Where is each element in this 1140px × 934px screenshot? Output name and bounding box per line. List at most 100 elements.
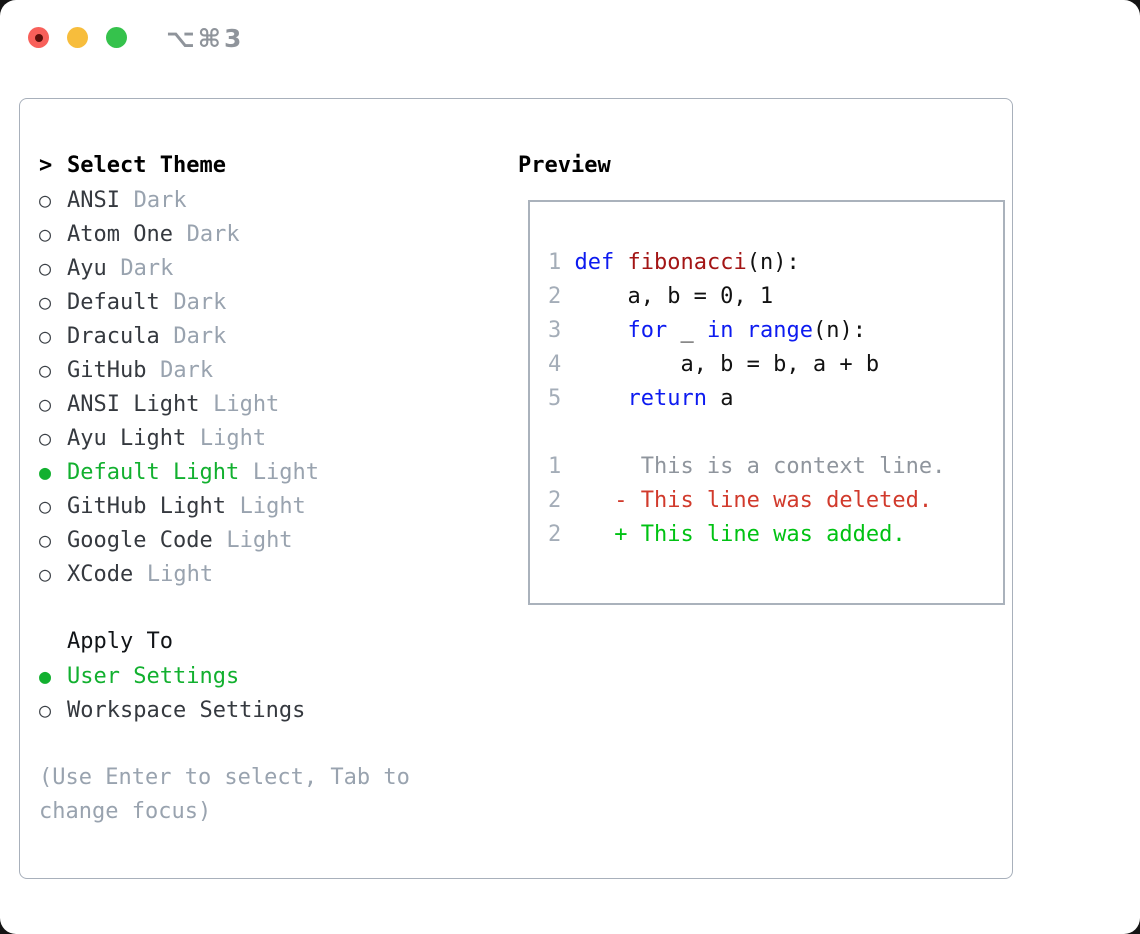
line-number: 2: [548, 522, 562, 547]
radio-unselected-icon: ○: [39, 562, 52, 586]
preview-column: Preview 1 def fibonacci(n): 2 a, b = 0, …: [518, 149, 1005, 605]
radio-unselected-icon: ○: [39, 528, 52, 552]
code-line: 5 return a: [548, 382, 1003, 416]
radio-unselected-icon: ○: [39, 698, 52, 722]
theme-variant-tag: Dark: [173, 324, 227, 349]
theme-name: Default: [67, 290, 160, 315]
code-line: 3 for _ in range(n):: [548, 314, 1003, 348]
apply-option-label: Workspace Settings: [67, 698, 306, 723]
keyword-segment: in: [706, 318, 734, 343]
list-gap: [39, 727, 479, 761]
theme-variant-tag: Dark: [120, 256, 174, 281]
theme-option-xcode[interactable]: ○ XCode Light: [39, 557, 479, 591]
prompt-chevron-icon: >: [39, 153, 53, 178]
theme-variant-tag: Dark: [160, 358, 214, 383]
code-line: 2 a, b = 0, 1: [548, 280, 1003, 314]
radio-unselected-icon: ○: [39, 256, 52, 280]
blank-line: [548, 416, 1003, 450]
code-segment: [733, 318, 746, 343]
line-number: 5: [548, 386, 562, 411]
hint-text: (Use Enter to select, Tab to change focu…: [39, 765, 410, 824]
zoom-button[interactable]: [106, 27, 127, 48]
line-number: 3: [548, 318, 562, 343]
radio-selected-icon: ●: [39, 460, 52, 484]
code-line: 1 def fibonacci(n):: [548, 246, 1003, 280]
theme-variant-tag: Light: [239, 494, 306, 519]
radio-unselected-icon: ○: [39, 392, 52, 416]
titlebar: ⌥⌘3: [0, 0, 1140, 75]
radio-unselected-icon: ○: [39, 188, 52, 212]
line-number: 1: [548, 454, 562, 479]
radio-unselected-icon: ○: [39, 222, 52, 246]
code-segment: (n):: [812, 318, 866, 343]
code-segment: a, b = 0, 1: [561, 284, 774, 309]
theme-option-ayu-dark[interactable]: ○ Ayu Dark: [39, 251, 479, 285]
apply-option-user-settings[interactable]: ● User Settings: [39, 659, 479, 693]
theme-variant-tag: Light: [213, 392, 280, 417]
preview-pane: 1 def fibonacci(n): 2 a, b = 0, 1 3 for …: [528, 200, 1005, 605]
theme-option-default-dark[interactable]: ○ Default Dark: [39, 285, 479, 319]
keyword-segment: for: [627, 318, 668, 343]
code-segment: a, b = b, a + b: [561, 352, 880, 377]
diff-deleted-text: - This line was deleted.: [561, 488, 933, 513]
code-segment: [561, 386, 627, 411]
function-name-segment: fibonacci: [627, 250, 747, 275]
select-theme-header-row: >Select Theme: [39, 149, 479, 183]
theme-name: Google Code: [67, 528, 213, 553]
theme-name: Ayu: [67, 256, 107, 281]
radio-selected-icon: ●: [39, 664, 52, 688]
theme-variant-tag: Light: [226, 528, 293, 553]
theme-variant-tag: Light: [252, 460, 320, 485]
theme-option-default-light[interactable]: ● Default Light Light: [39, 455, 479, 489]
theme-variant-tag: Dark: [133, 188, 187, 213]
keyword-segment: range: [746, 318, 813, 343]
theme-option-ansi-dark[interactable]: ○ ANSI Dark: [39, 183, 479, 217]
theme-name: XCode: [67, 562, 134, 587]
theme-option-ansi-light[interactable]: ○ ANSI Light Light: [39, 387, 479, 421]
theme-name: Atom One: [67, 222, 173, 247]
keyword-segment: def: [574, 250, 615, 275]
theme-name: Ayu Light: [67, 426, 187, 451]
unsaved-dot-icon: [35, 34, 43, 42]
list-gap: [39, 591, 479, 625]
theme-name: ANSI: [67, 188, 120, 213]
diff-context-line: 1 This is a context line.: [548, 450, 1003, 484]
diff-context-text: This is a context line.: [561, 454, 946, 479]
code-segment: _: [667, 318, 707, 343]
code-segment: a: [706, 386, 734, 411]
apply-option-label: User Settings: [67, 664, 240, 689]
line-number: 2: [548, 284, 562, 309]
minimize-button[interactable]: [67, 27, 88, 48]
code-segment: (n):: [746, 250, 800, 275]
diff-deleted-line: 2 - This line was deleted.: [548, 484, 1003, 518]
theme-variant-tag: Light: [146, 562, 214, 587]
theme-variant-tag: Dark: [186, 222, 240, 247]
theme-name: Default Light: [67, 460, 240, 485]
theme-option-atom-one-dark[interactable]: ○ Atom One Dark: [39, 217, 479, 251]
apply-option-workspace-settings[interactable]: ○ Workspace Settings: [39, 693, 479, 727]
code-segment: [614, 250, 627, 275]
line-number: 4: [548, 352, 562, 377]
code-line: 4 a, b = b, a + b: [548, 348, 1003, 382]
radio-unselected-icon: ○: [39, 290, 52, 314]
diff-added-line: 2 + This line was added.: [548, 518, 1003, 552]
theme-variant-tag: Dark: [173, 290, 227, 315]
theme-name: ANSI Light: [67, 392, 200, 417]
diff-added-text: + This line was added.: [561, 522, 906, 547]
theme-option-google-code[interactable]: ○ Google Code Light: [39, 523, 479, 557]
line-number: 2: [548, 488, 562, 513]
keyword-segment: return: [627, 386, 707, 411]
theme-name: GitHub: [67, 358, 147, 383]
theme-variant-tag: Light: [199, 426, 267, 451]
code-segment: [561, 318, 627, 343]
theme-name: GitHub Light: [67, 494, 226, 519]
theme-name: Dracula: [67, 324, 160, 349]
close-button[interactable]: [28, 27, 49, 48]
